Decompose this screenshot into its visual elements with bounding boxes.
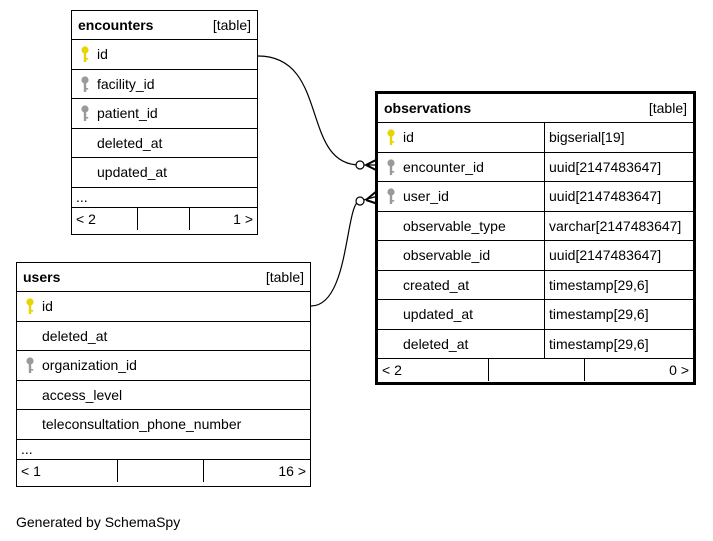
relationship-users-observations [310, 195, 379, 307]
column-row[interactable]: deleted_at timestamp[29,6] [378, 329, 693, 359]
column-row[interactable]: id [17, 292, 310, 322]
column-row[interactable]: created_at timestamp[29,6] [378, 270, 693, 300]
column-row[interactable]: access_level [17, 381, 310, 410]
column-list: id bigserial[19] encounter_id uuid[21474836… [378, 123, 693, 359]
column-name: observable_type [403, 217, 506, 234]
column-name: teleconsultation_phone_number [42, 416, 242, 433]
foreign-key-icon [26, 357, 34, 373]
table-header[interactable]: observations [table] [378, 94, 693, 123]
primary-key-icon [26, 298, 34, 314]
table-encounters[interactable]: encounters [table] id facility_id patient_… [71, 10, 258, 235]
generated-by-label: Generated by SchemaSpy [16, 514, 181, 530]
table-header[interactable]: encounters [table] [72, 11, 257, 40]
column-type: timestamp[29,6] [544, 300, 693, 329]
column-name: user_id [403, 188, 449, 205]
column-type: timestamp[29,6] [544, 329, 693, 358]
table-header[interactable]: users [table] [17, 263, 310, 292]
children-link[interactable]: 16 > [278, 462, 306, 479]
more-columns: ... [17, 440, 310, 460]
column-row[interactable]: deleted_at [17, 322, 310, 351]
footer-spacer [138, 207, 190, 230]
more-columns: ... [72, 188, 257, 208]
column-name: deleted_at [97, 134, 163, 151]
column-name: id [42, 298, 53, 315]
primary-key-icon [81, 46, 89, 62]
parents-link[interactable]: < 1 [17, 459, 118, 482]
table-footer: < 2 0 > [378, 359, 693, 381]
column-row[interactable]: patient_id [72, 99, 257, 129]
table-type-tag: [table] [212, 17, 251, 33]
column-name: created_at [403, 276, 470, 293]
foreign-key-icon [81, 75, 89, 92]
column-row[interactable]: updated_at [72, 158, 257, 188]
column-type: varchar[2147483647] [544, 211, 693, 240]
column-name: deleted_at [403, 335, 469, 352]
column-row[interactable]: deleted_at [72, 129, 257, 158]
parents-link[interactable]: < 2 [72, 207, 138, 230]
column-row[interactable]: observable_type varchar[2147483647] [378, 211, 693, 241]
foreign-key-icon [387, 158, 395, 175]
footer-spacer [118, 459, 204, 482]
column-row[interactable]: observable_id uuid[2147483647] [378, 241, 693, 271]
foreign-key-icon [81, 105, 89, 121]
table-type-tag: [table] [265, 269, 304, 285]
column-row[interactable]: id [72, 40, 257, 70]
column-type: bigserial[19] [544, 123, 693, 152]
column-row[interactable]: encounter_id uuid[2147483647] [378, 152, 693, 182]
relationship-optional-marker [355, 196, 365, 206]
table-footer: < 1 16 > [17, 459, 310, 482]
column-type: uuid[2147483647] [544, 152, 693, 181]
column-row[interactable]: teleconsultation_phone_number [17, 410, 310, 440]
children-link[interactable]: 0 > [669, 362, 689, 378]
table-users[interactable]: users [table] id deleted_at organization_i… [16, 262, 311, 487]
primary-key-icon [387, 129, 395, 145]
column-name: deleted_at [42, 327, 108, 344]
table-name[interactable]: observations [384, 100, 472, 116]
footer-spacer [489, 359, 585, 381]
column-name: updated_at [97, 164, 168, 181]
column-row[interactable]: id bigserial[19] [378, 123, 693, 153]
table-name[interactable]: encounters [78, 17, 154, 33]
column-type: uuid[2147483647] [544, 241, 693, 270]
column-name: facility_id [97, 75, 155, 92]
column-row[interactable]: user_id uuid[2147483647] [378, 182, 693, 212]
column-name: organization_id [42, 357, 137, 374]
table-footer: < 2 1 > [72, 207, 257, 230]
column-name: access_level [42, 386, 123, 403]
relationship-encounters-observations [257, 55, 378, 166]
column-name: id [97, 46, 108, 63]
children-link[interactable]: 1 > [233, 210, 253, 227]
column-name: updated_at [403, 306, 474, 323]
foreign-key-icon [387, 188, 395, 204]
table-type-tag: [table] [648, 100, 687, 116]
column-name: patient_id [97, 105, 158, 122]
column-row[interactable]: facility_id [72, 70, 257, 99]
column-type: timestamp[29,6] [544, 270, 693, 299]
table-name[interactable]: users [23, 269, 61, 285]
relationship-optional-marker [355, 160, 365, 170]
column-name: encounter_id [403, 158, 484, 175]
column-type: uuid[2147483647] [544, 182, 693, 211]
column-name: observable_id [403, 247, 491, 264]
column-row[interactable]: updated_at timestamp[29,6] [378, 300, 693, 330]
column-row[interactable]: organization_id [17, 351, 310, 381]
parents-link[interactable]: < 2 [378, 359, 489, 381]
column-name: id [403, 129, 414, 146]
